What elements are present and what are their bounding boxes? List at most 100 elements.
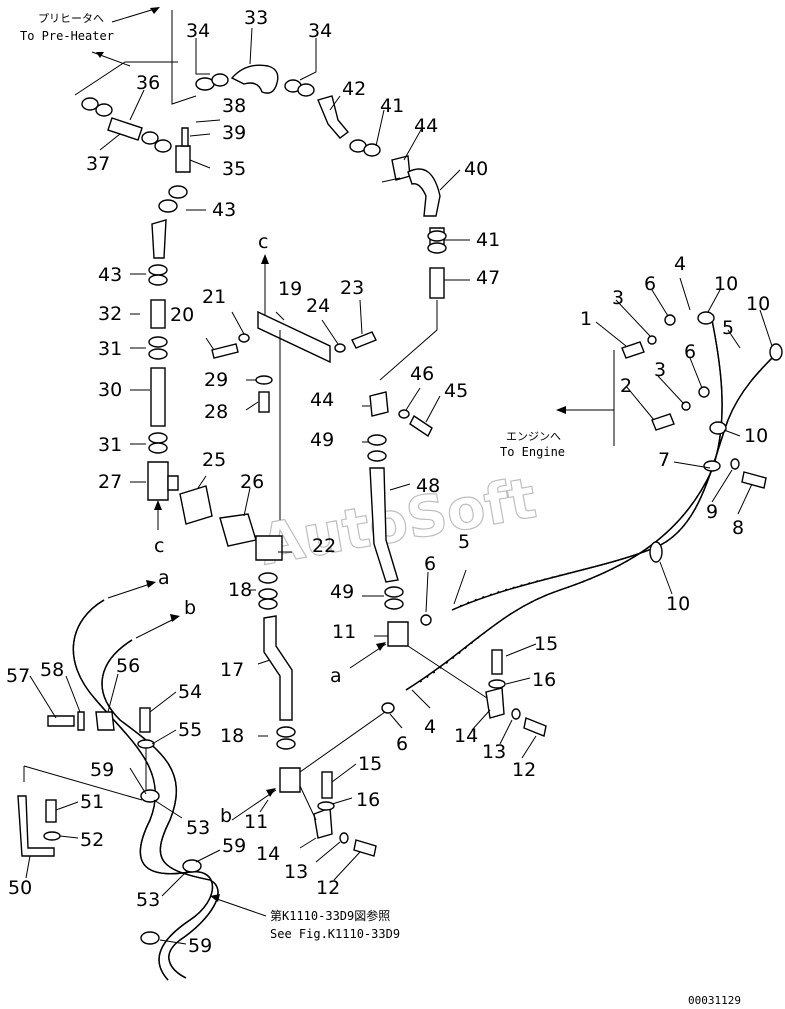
preheater-arrow-line	[111, 7, 159, 23]
callout-37: 37	[86, 153, 110, 175]
callout-44a: 44	[414, 115, 438, 137]
bracket-44-top	[391, 155, 411, 181]
callout-4a: 4	[424, 716, 436, 738]
clamp-59a	[140, 789, 160, 803]
callout-49a: 49	[310, 429, 334, 451]
bolt-12-lower	[353, 839, 377, 857]
washer-55	[137, 739, 155, 749]
washer-46	[398, 409, 410, 419]
pipe-42	[317, 95, 350, 139]
callout-48: 48	[416, 475, 440, 497]
washer-29	[255, 375, 273, 385]
conn-b-upper: b	[184, 597, 196, 619]
see-fig-jp: 第K1110-33D9図参照	[270, 908, 390, 923]
conn-c-lower: c	[154, 535, 164, 557]
callout-35: 35	[222, 158, 246, 180]
callout-57: 57	[6, 665, 30, 687]
callout-44b: 44	[310, 389, 334, 411]
callout-38: 38	[222, 95, 246, 117]
callout-18a: 18	[228, 579, 252, 601]
sensor-26	[219, 513, 257, 547]
hose-upper-left	[151, 219, 167, 259]
clamp-10b	[709, 421, 727, 435]
callout-50: 50	[8, 877, 32, 899]
callout-11b: 11	[332, 621, 356, 643]
callout-17: 17	[220, 659, 244, 681]
callout-numbers: 34 33 34 36 37 38 39 35 43 42 41 44 40 4…	[6, 7, 770, 957]
document-number: 00031129	[688, 994, 741, 1007]
watermark: AutoSoft	[255, 466, 540, 578]
hose-36	[107, 117, 143, 141]
washer-58	[77, 711, 85, 731]
callout-25: 25	[202, 449, 226, 471]
sensor-25	[179, 485, 213, 525]
clamp-34a	[195, 77, 215, 91]
callout-53a: 53	[186, 817, 210, 839]
clamp-43-lower	[148, 264, 168, 276]
callout-27: 27	[98, 471, 122, 493]
callout-leaders	[25, 27, 773, 945]
callout-10c: 10	[744, 425, 768, 447]
nut-6b	[698, 386, 710, 398]
callout-15a: 15	[534, 633, 558, 655]
bolt-15-upper	[491, 649, 503, 675]
hose-17	[263, 615, 293, 721]
callout-53b: 53	[136, 889, 160, 911]
callout-52: 52	[80, 829, 104, 851]
preheater-note: プリヒータへ To Pre-Heater	[20, 7, 160, 67]
callout-23: 23	[340, 277, 364, 299]
fitting-1	[621, 341, 645, 359]
callout-55: 55	[178, 719, 202, 741]
callout-42: 42	[342, 78, 366, 100]
callout-5a: 5	[458, 531, 470, 553]
callout-12a: 12	[512, 759, 536, 781]
clamp-34b	[211, 73, 229, 87]
callout-14a: 14	[454, 725, 478, 747]
callout-10a: 10	[714, 273, 738, 295]
washer-52	[43, 831, 61, 841]
washer-24	[334, 343, 346, 353]
leader-34	[171, 10, 197, 105]
conn-b-lower: b	[220, 805, 232, 827]
bolt-54	[139, 707, 151, 733]
preheater-note-en: To Pre-Heater	[20, 29, 114, 43]
valve-11-lower	[279, 767, 301, 793]
bracket-14-upper	[485, 687, 505, 719]
callout-32: 32	[98, 303, 122, 325]
callout-14b: 14	[256, 843, 280, 865]
conn-a-upper: a	[158, 567, 170, 589]
callout-33: 33	[244, 7, 268, 29]
adapter-32	[150, 299, 166, 329]
callout-34b: 34	[308, 20, 332, 42]
hose-33	[230, 64, 279, 94]
hose-40	[407, 168, 441, 217]
washer-9	[730, 458, 740, 470]
callout-59b: 59	[222, 835, 246, 857]
callout-13a: 13	[482, 741, 506, 763]
callout-41a: 41	[380, 95, 404, 117]
callout-43a: 43	[212, 199, 236, 221]
bolt-57	[47, 715, 75, 727]
callout-8: 8	[732, 517, 744, 539]
callout-22: 22	[312, 535, 336, 557]
callout-39: 39	[222, 122, 246, 144]
preheater-arrow-head	[150, 7, 160, 14]
clamp-10d	[769, 343, 783, 361]
callout-18b: 18	[220, 725, 244, 747]
bolt-15-lower	[321, 771, 333, 799]
callout-6a: 6	[424, 553, 436, 575]
callout-26: 26	[240, 471, 264, 493]
bracket-19	[257, 310, 331, 364]
callout-49b: 49	[330, 581, 354, 603]
clamp-59b	[182, 859, 202, 873]
callout-54: 54	[178, 681, 202, 703]
preheater-note-jp: プリヒータへ	[38, 12, 104, 25]
clamp-34d	[297, 83, 315, 97]
callout-11a: 11	[244, 811, 268, 833]
callout-47: 47	[476, 267, 500, 289]
callout-12b: 12	[316, 877, 340, 899]
washer-21	[238, 333, 250, 343]
pipe-30	[150, 367, 166, 427]
callout-6c: 6	[644, 273, 656, 295]
callout-3a: 3	[612, 287, 624, 309]
